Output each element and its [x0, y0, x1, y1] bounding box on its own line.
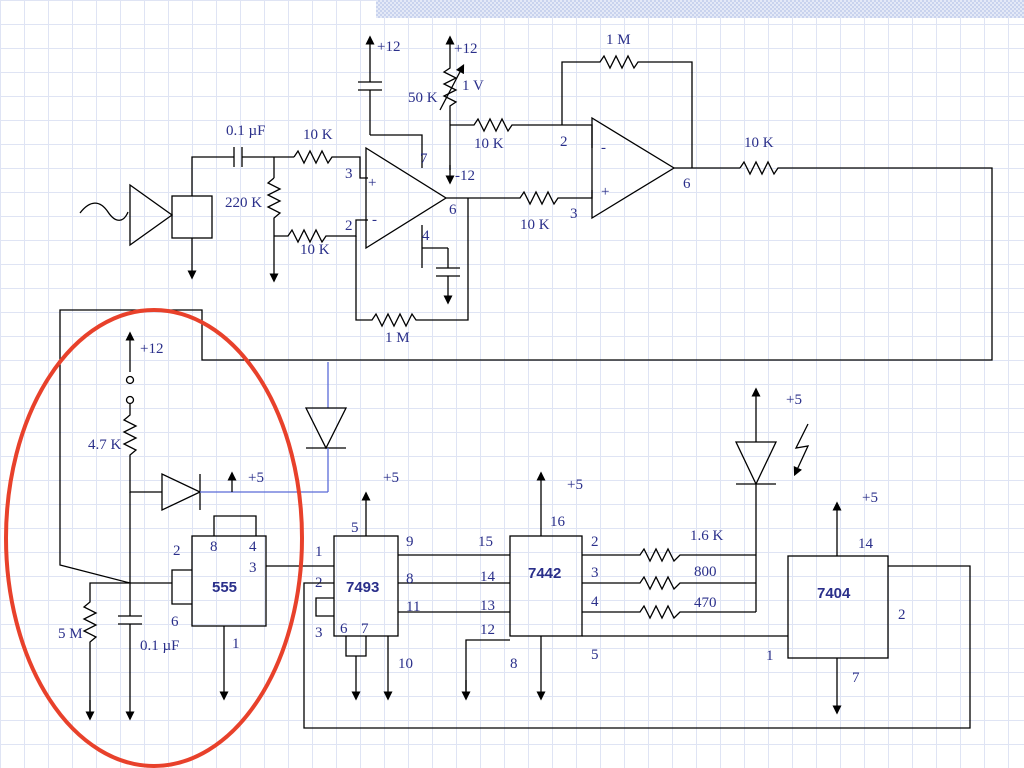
- offset-potentiometer: [439, 35, 465, 185]
- t-pin4: 4: [249, 539, 257, 555]
- signal-diode: [304, 362, 348, 492]
- op1-pin3: 3: [345, 166, 353, 182]
- label-r-neg: 10 K: [300, 242, 330, 258]
- n-pin10: 10: [398, 656, 413, 672]
- chip-555-label: 555: [212, 579, 237, 596]
- d-pin12: 12: [480, 622, 495, 638]
- t-pin1: 1: [232, 636, 240, 652]
- label-r-800: 800: [694, 564, 717, 580]
- chip-7404-label: 7404: [817, 585, 851, 602]
- t-pin8: 8: [210, 539, 218, 555]
- opamp-1: [365, 134, 468, 268]
- label-c-in: 0.1 µF: [226, 123, 266, 139]
- label-pot: 50 K: [408, 90, 438, 106]
- label-r-16k: 1.6 K: [690, 528, 724, 544]
- n-pin7: 7: [361, 621, 369, 637]
- opamp-2: [591, 116, 740, 220]
- label-plus12-pot: +12: [454, 41, 477, 57]
- d-pin4: 4: [591, 594, 599, 610]
- d-pin16: 16: [550, 514, 566, 530]
- label-minus12: -12: [455, 168, 475, 184]
- label-plus5-diode: +5: [248, 470, 264, 486]
- bias-resistor: [266, 157, 282, 283]
- feedback-resistor-1: [355, 198, 469, 328]
- chip-7442-label: 7442: [528, 565, 561, 582]
- i-pin1: 1: [766, 648, 774, 664]
- timer-5m-resistor: [82, 582, 130, 721]
- i-pin7: 7: [852, 670, 860, 686]
- label-r-470: 470: [694, 595, 717, 611]
- label-plus5-7442: +5: [567, 477, 583, 493]
- d-pin14: 14: [480, 569, 496, 585]
- t-pin3: 3: [249, 560, 257, 576]
- label-c-timer: 0.1 µF: [140, 638, 180, 654]
- i-pin14: 14: [858, 536, 874, 552]
- label-plus12-cap: +12: [377, 39, 400, 55]
- inverter-chip-7404: [303, 501, 971, 729]
- timer-supply: [122, 331, 138, 476]
- output-resistor: [59, 160, 993, 584]
- d-pin5: 5: [591, 647, 599, 663]
- label-r-out: 10 K: [744, 135, 774, 151]
- pot-resistor: [450, 117, 593, 148]
- op1-pin7: 7: [420, 151, 428, 167]
- label-r-timer: 4.7 K: [88, 437, 122, 453]
- highlight-ellipse: [4, 308, 304, 768]
- d-pin2: 2: [591, 534, 599, 550]
- supply-cap-plus12: [358, 35, 382, 135]
- i-pin2: 2: [898, 607, 906, 623]
- n-pin1: 1: [315, 544, 323, 560]
- indicator-led: [734, 387, 810, 486]
- input-capacitor: [191, 147, 294, 196]
- d-pin3: 3: [591, 565, 599, 581]
- op1-pin6: 6: [449, 202, 457, 218]
- label-plus5-led: +5: [786, 392, 802, 408]
- n-pin8: 8: [406, 571, 414, 587]
- label-pot-v: 1 V: [462, 78, 484, 94]
- label-plus5-7493: +5: [383, 470, 399, 486]
- op1-minus: -: [372, 212, 377, 228]
- label-plus12-555: +12: [140, 341, 163, 357]
- neg-input-resistor: [274, 219, 368, 244]
- decoder-chip-7442: [461, 471, 788, 701]
- counter-chip-7493: [315, 491, 510, 701]
- top-decorative-bar: [376, 0, 1024, 18]
- op2-pin2: 2: [560, 134, 568, 150]
- d-pin15: 15: [478, 534, 493, 550]
- t-pin6: 6: [171, 614, 179, 630]
- op2-pin3: 3: [570, 206, 578, 222]
- op2-pin6: 6: [683, 176, 691, 192]
- label-plus5-7404: +5: [862, 490, 878, 506]
- label-r-5m: 5 M: [58, 626, 83, 642]
- op1-pin4: 4: [422, 228, 430, 244]
- timer-chip-555: [130, 515, 334, 701]
- n-pin6: 6: [340, 621, 348, 637]
- label-r-amp2: 10 K: [520, 217, 550, 233]
- n-pin3: 3: [315, 625, 323, 641]
- n-pin11: 11: [406, 599, 420, 615]
- amp2-input-resistor: [468, 190, 593, 206]
- op1-pin2: 2: [345, 218, 353, 234]
- label-r-fb2: 1 M: [606, 32, 631, 48]
- op2-plus: +: [601, 184, 609, 200]
- supply-cap-ground: [422, 247, 460, 305]
- d-pin13: 13: [480, 598, 495, 614]
- op2-minus: -: [601, 140, 606, 156]
- op1-plus: +: [368, 175, 376, 191]
- label-r-pot: 10 K: [474, 136, 504, 152]
- input-signal-source: [79, 183, 213, 280]
- n-pin9: 9: [406, 534, 414, 550]
- t-pin2: 2: [173, 543, 181, 559]
- chip-7493-label: 7493: [346, 579, 379, 596]
- led-resistor-network: [582, 484, 757, 620]
- input-resistor: [293, 149, 368, 179]
- d-pin8: 8: [510, 656, 518, 672]
- label-r-fb1: 1 M: [385, 330, 410, 346]
- label-r-bias: 220 K: [225, 195, 262, 211]
- label-r-in: 10 K: [303, 127, 333, 143]
- feedback-resistor-2: [561, 54, 693, 168]
- n-pin5: 5: [351, 520, 359, 536]
- timer-capacitor: [118, 492, 142, 721]
